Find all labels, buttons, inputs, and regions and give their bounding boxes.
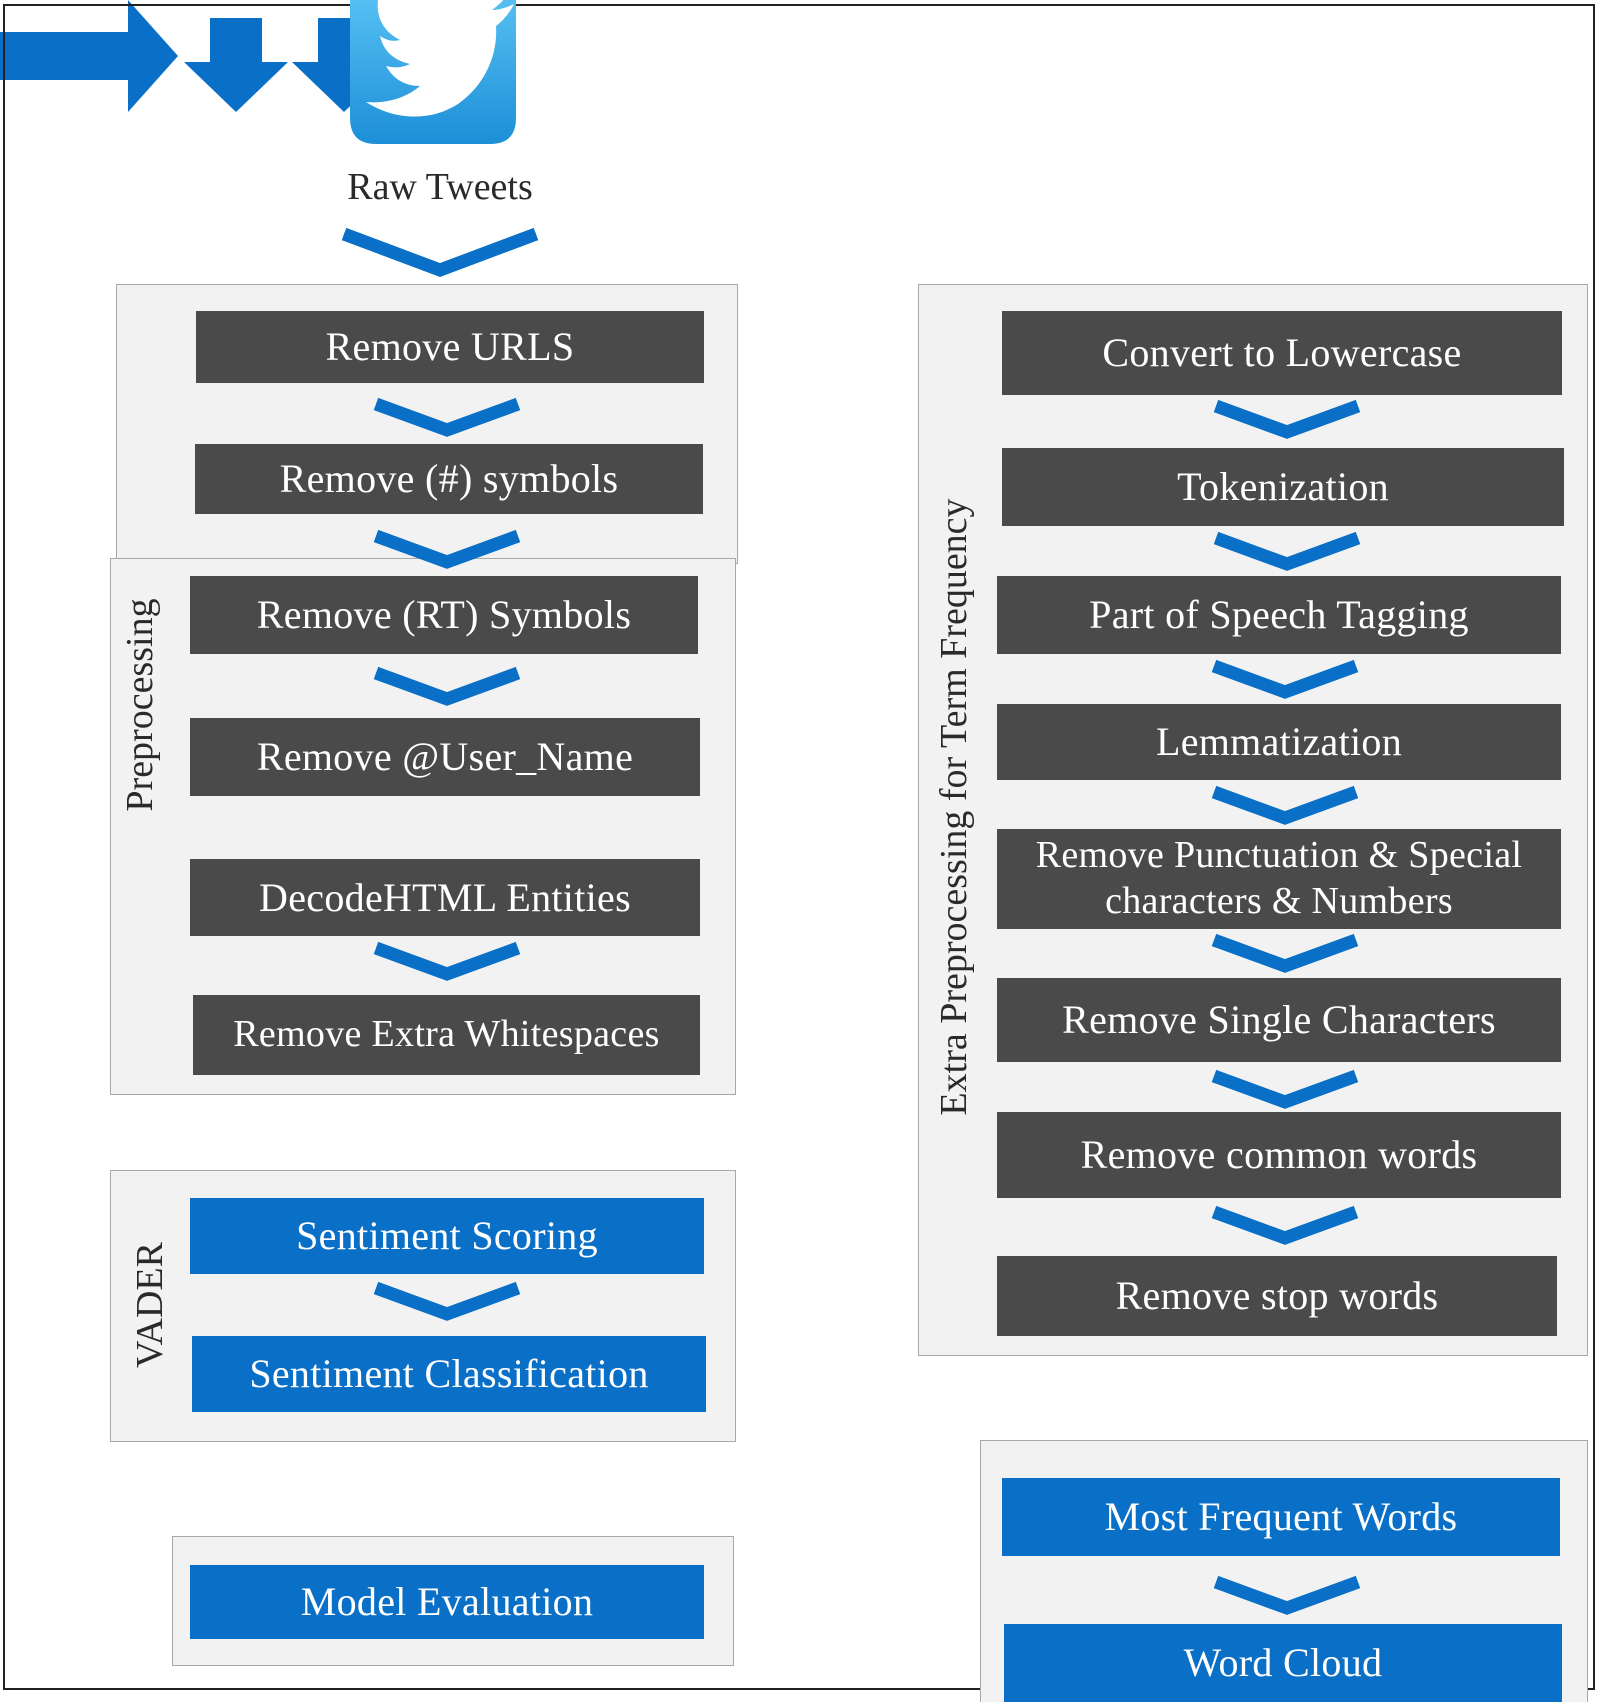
outer-frame xyxy=(3,4,1595,1690)
vader-label: VADER xyxy=(129,1242,171,1368)
chevron-down-icon xyxy=(1211,933,1359,973)
step-pos-tagging: Part of Speech Tagging xyxy=(997,576,1561,654)
extra-preprocessing-label: Extra Preprocessing for Term Frequency xyxy=(933,498,975,1116)
chevron-down-icon xyxy=(373,941,521,981)
step-remove-common-words: Remove common words xyxy=(997,1112,1561,1198)
chevron-down-icon xyxy=(1213,1575,1361,1615)
chevron-down-icon xyxy=(1211,659,1359,699)
chevron-down-icon xyxy=(1211,1069,1359,1109)
step-remove-username: Remove @User_Name xyxy=(190,718,700,796)
chevron-down-icon xyxy=(373,529,521,569)
chevron-down-icon xyxy=(341,227,539,277)
step-sentiment-classification: Sentiment Classification xyxy=(192,1336,706,1412)
step-remove-single-characters: Remove Single Characters xyxy=(997,978,1561,1062)
chevron-down-icon xyxy=(1213,399,1361,439)
step-remove-punctuation: Remove Punctuation & Special characters … xyxy=(997,829,1561,929)
step-model-evaluation: Model Evaluation xyxy=(190,1565,704,1639)
step-remove-whitespace: Remove Extra Whitespaces xyxy=(193,995,700,1075)
step-remove-stop-words: Remove stop words xyxy=(997,1256,1557,1336)
source-label: Raw Tweets xyxy=(347,166,533,208)
step-most-frequent-words: Most Frequent Words xyxy=(1002,1478,1560,1556)
twitter-bird-icon xyxy=(350,0,516,144)
arrow-down-icon xyxy=(184,18,288,112)
chevron-down-icon xyxy=(1211,785,1359,825)
step-word-cloud: Word Cloud xyxy=(1004,1624,1562,1702)
step-remove-urls: Remove URLS xyxy=(196,311,704,383)
chevron-down-icon xyxy=(373,666,521,706)
chevron-down-icon xyxy=(373,397,521,437)
chevron-down-icon xyxy=(373,1281,521,1321)
step-tokenization: Tokenization xyxy=(1002,448,1564,526)
step-lowercase: Convert to Lowercase xyxy=(1002,311,1562,395)
preprocessing-label: Preprocessing xyxy=(119,598,161,812)
step-remove-rt: Remove (RT) Symbols xyxy=(190,576,698,654)
arrow-right-icon xyxy=(0,0,178,112)
chevron-down-icon xyxy=(1213,531,1361,571)
step-decode-html: DecodeHTML Entities xyxy=(190,859,700,936)
step-lemmatization: Lemmatization xyxy=(997,704,1561,780)
step-sentiment-scoring: Sentiment Scoring xyxy=(190,1198,704,1274)
step-remove-hashtag: Remove (#) symbols xyxy=(195,444,703,514)
chevron-down-icon xyxy=(1211,1205,1359,1245)
